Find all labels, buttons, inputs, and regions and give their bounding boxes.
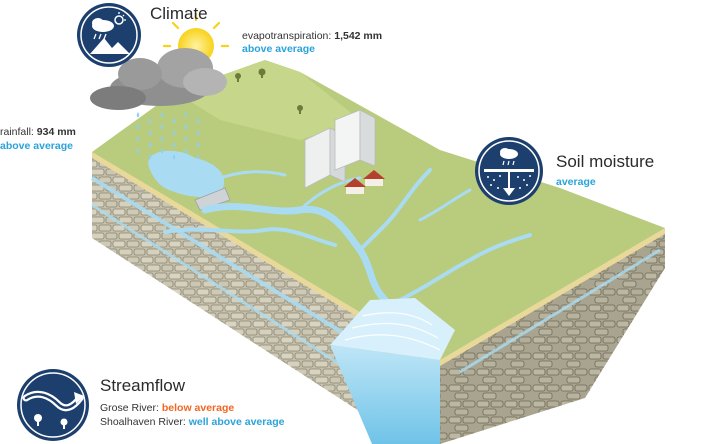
evapotranspiration-value: 1,542 mm <box>334 30 383 42</box>
rain-drop <box>196 142 200 148</box>
streamflow-river-grose: Grose River: below average <box>100 402 234 415</box>
evapotranspiration-caption: evapotranspiration: <box>242 30 332 42</box>
town-buildings <box>304 109 376 189</box>
rain-drop <box>148 154 152 160</box>
rainfall-label: rainfall: 934 mm <box>0 126 76 139</box>
streamflow-river-shoalhaven: Shoalhaven River: well above average <box>100 416 284 429</box>
rain-drop <box>136 136 140 142</box>
rain-drop <box>172 130 176 136</box>
groundwater-band-right <box>459 248 661 374</box>
evapotranspiration-status: above average <box>242 43 315 55</box>
dam-wall <box>194 187 231 211</box>
rain-drop <box>160 112 164 118</box>
rain-drop <box>136 148 140 154</box>
rain-drop <box>148 130 152 136</box>
streamflow-title: Streamflow <box>100 376 186 395</box>
rain-drop <box>148 118 152 124</box>
rainfall-status: above average <box>0 140 73 152</box>
rain-drop <box>196 118 200 124</box>
river-status: below average <box>161 402 235 414</box>
groundwater-band-left-2 <box>91 203 381 392</box>
rain-drop <box>184 112 188 118</box>
rain-drop <box>184 148 188 154</box>
lake <box>148 150 225 197</box>
streamflow-icon <box>17 369 89 441</box>
soil-moisture-status: average <box>556 176 596 188</box>
gorge-water <box>330 345 440 444</box>
soil-moisture-icon <box>475 137 543 205</box>
rain-drop <box>136 112 140 118</box>
river-name: Grose River: <box>100 402 159 414</box>
rain-drop <box>196 154 200 160</box>
rainfall-caption: rainfall: <box>0 126 34 138</box>
soil-moisture-title: Soil moisture <box>556 152 655 171</box>
climate-icon <box>77 3 141 67</box>
soil-edge <box>92 152 665 366</box>
rain-drop <box>172 142 176 148</box>
climate-title: Climate <box>150 4 208 23</box>
rain-drop <box>184 124 188 130</box>
rainfall-value: 934 mm <box>36 126 76 138</box>
rain-icon <box>136 112 200 160</box>
rain-drop <box>184 136 188 142</box>
river-name: Shoalhaven River: <box>100 416 186 428</box>
rain-drop <box>148 142 152 148</box>
rain-drop <box>160 136 164 142</box>
rain-drop <box>160 124 164 130</box>
rain-drop <box>136 124 140 130</box>
rain-drop <box>160 148 164 154</box>
rain-drop <box>172 154 176 160</box>
rain-drop <box>172 118 176 124</box>
river-status: well above average <box>188 416 285 428</box>
houses <box>344 170 385 194</box>
waterfall <box>330 298 455 360</box>
rain-drop <box>196 130 200 136</box>
cloud-icon <box>90 48 227 110</box>
land-surface <box>92 60 665 360</box>
trees <box>235 68 303 114</box>
evapotranspiration-label: evapotranspiration: 1,542 mm <box>242 30 382 43</box>
